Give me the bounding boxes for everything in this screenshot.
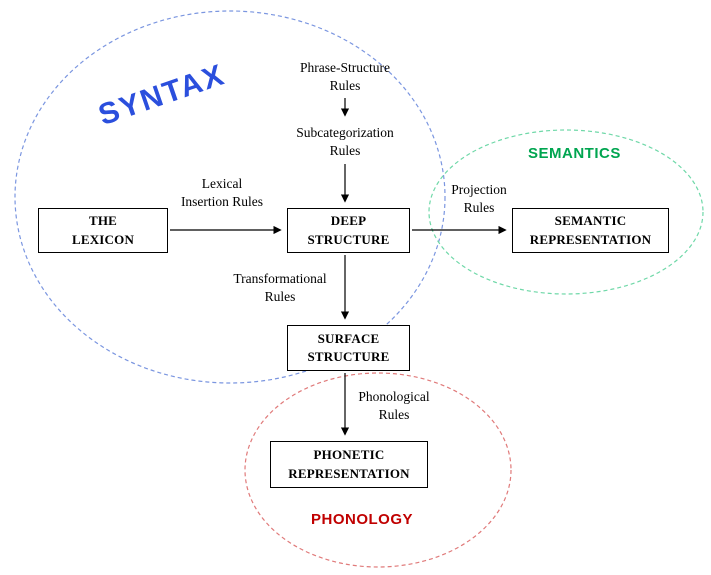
semantics-region-ellipse <box>428 129 704 295</box>
subcategorization-rules-label: Subcategorization Rules <box>270 124 420 160</box>
the-lexicon-box: THE LEXICON <box>38 208 168 253</box>
lexical-insertion-rules-label: Lexical Insertion Rules <box>157 175 287 211</box>
deep-structure-line2: STRUCTURE <box>307 231 390 247</box>
phonology-region-label: PHONOLOGY <box>311 511 414 528</box>
transformational-rules-line2: Rules <box>264 289 296 304</box>
projection-rules-line2: Rules <box>463 200 495 215</box>
phonological-rules-line1: Phonological <box>358 389 430 404</box>
projection-rules-label: Projection Rules <box>429 181 529 217</box>
the-lexicon-line1: THE <box>88 213 118 229</box>
phonological-rules-line2: Rules <box>378 407 410 422</box>
syntax-region-ellipse <box>14 10 446 384</box>
phrase-structure-rules-line2: Rules <box>329 78 361 93</box>
surface-structure-line1: SURFACE <box>317 330 380 346</box>
phrase-structure-rules-line1: Phrase-Structure <box>300 60 390 75</box>
surface-structure-line2: STRUCTURE <box>307 349 390 364</box>
transformational-rules-line1: Transformational <box>233 271 327 286</box>
lexical-insertion-rules-line1: Lexical <box>201 176 243 191</box>
the-lexicon-line2: LEXICON <box>71 231 135 247</box>
semantic-representation-box: SEMANTIC REPRESENTATION <box>512 208 669 253</box>
phonological-rules-label: Phonological Rules <box>344 388 444 424</box>
phrase-structure-rules-label: Phrase-Structure Rules <box>270 59 420 95</box>
subcategorization-rules-line1: Subcategorization <box>296 125 394 140</box>
phonetic-representation-line1: PHONETIC <box>313 447 385 463</box>
transformational-rules-label: Transformational Rules <box>205 270 355 306</box>
semantic-representation-line1: SEMANTIC <box>554 213 627 229</box>
phonetic-representation-box: PHONETIC REPRESENTATION <box>270 441 428 488</box>
lexical-insertion-rules-line2: Insertion Rules <box>180 194 264 209</box>
phonology-region-ellipse <box>244 372 512 568</box>
phonetic-representation-line2: REPRESENTATION <box>288 465 410 481</box>
subcategorization-rules-line2: Rules <box>329 143 361 158</box>
surface-structure-box: SURFACE STRUCTURE <box>287 325 410 371</box>
semantic-representation-line2: REPRESENTATION <box>529 231 652 247</box>
projection-rules-line1: Projection <box>451 182 507 197</box>
deep-structure-box: DEEP STRUCTURE <box>287 208 410 253</box>
deep-structure-line1: DEEP <box>330 213 367 229</box>
semantics-region-label: SEMANTICS <box>528 145 621 162</box>
